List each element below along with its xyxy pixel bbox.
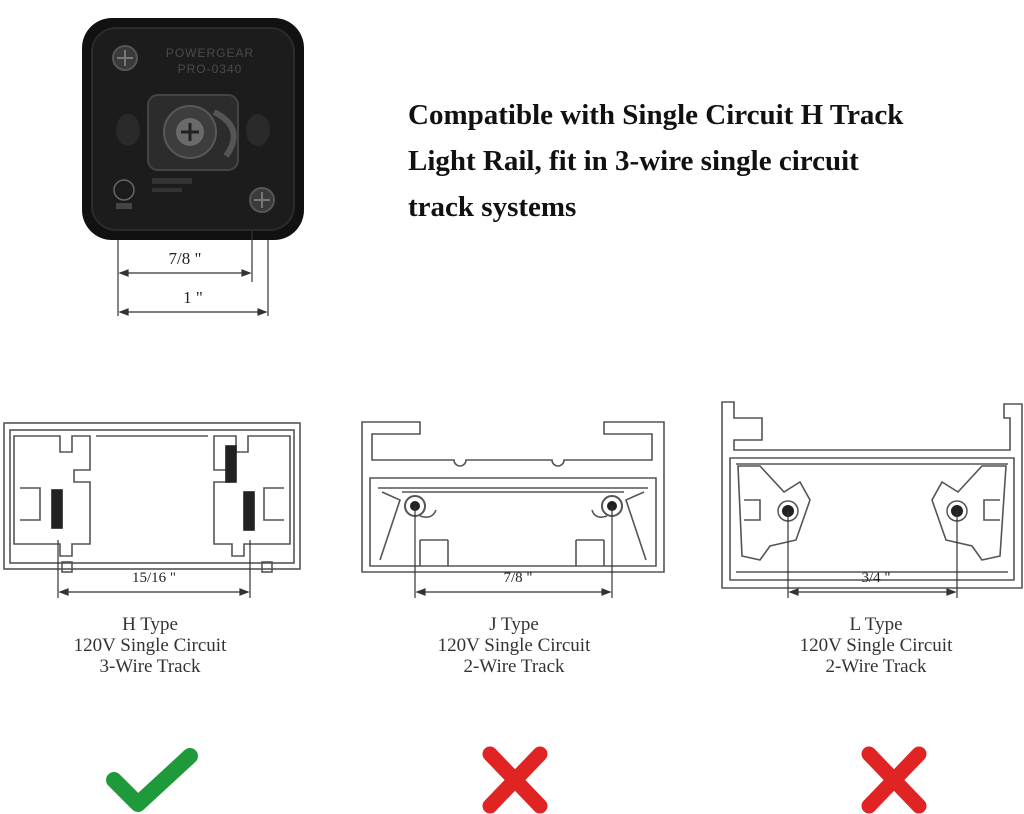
- h-type-track-profile: [3, 422, 301, 573]
- j-type-spec: 120V Single Circuit: [437, 635, 591, 656]
- j-type-track-profile: [361, 421, 665, 573]
- check-mark-icon: [106, 748, 198, 812]
- screw-icon: [249, 187, 275, 213]
- j-type-contact-icon: [591, 495, 623, 518]
- track-connector-photo: [82, 18, 304, 240]
- connector-dimension-lines: [117, 230, 269, 316]
- ul-listed-icon: [113, 179, 135, 209]
- h-type-caption: H Type 120V Single Circuit 3-Wire Track: [30, 614, 270, 677]
- headline-line-3: track systems: [408, 191, 577, 223]
- h-type-dimension: 15/16 ": [131, 570, 177, 586]
- headline-line-1: Compatible with Single Circuit H Track: [408, 99, 904, 131]
- l-type-dimension-line: [787, 511, 958, 598]
- l-type-wires: 2-Wire Track: [825, 656, 927, 677]
- j-type-wires: 2-Wire Track: [463, 656, 565, 677]
- cross-mark-icon: [482, 746, 548, 814]
- h-type-spec: 120V Single Circuit: [73, 635, 227, 656]
- connector-dim-outer: 1 ": [183, 288, 203, 307]
- j-type-caption: J Type 120V Single Circuit 2-Wire Track: [394, 614, 634, 677]
- l-type-name: L Type: [849, 614, 903, 635]
- connector-brand-label: POWERGEAR: [165, 46, 255, 60]
- cross-mark-icon: [861, 746, 927, 814]
- connector-dim-inner: 7/8 ": [168, 249, 202, 268]
- h-type-name: H Type: [122, 614, 178, 635]
- compatibility-headline: Compatible with Single Circuit H Track L…: [408, 92, 1008, 230]
- screw-icon: [112, 45, 138, 71]
- l-type-spec: 120V Single Circuit: [799, 635, 953, 656]
- h-type-dimension-line: [57, 540, 251, 598]
- j-type-dimension: 7/8 ": [503, 570, 533, 586]
- j-type-dimension-line: [414, 506, 613, 598]
- h-type-wires: 3-Wire Track: [99, 656, 201, 677]
- headline-line-2: Light Rail, fit in 3-wire single circuit: [408, 145, 859, 177]
- center-screw-icon: [176, 118, 204, 146]
- j-type-name: J Type: [489, 614, 539, 635]
- l-type-track-profile: [721, 401, 1023, 589]
- l-type-caption: L Type 120V Single Circuit 2-Wire Track: [756, 614, 996, 677]
- connector-model-label: PRO-0340: [177, 62, 243, 76]
- j-type-contact-icon: [404, 495, 437, 518]
- l-type-dimension: 3/4 ": [861, 570, 891, 586]
